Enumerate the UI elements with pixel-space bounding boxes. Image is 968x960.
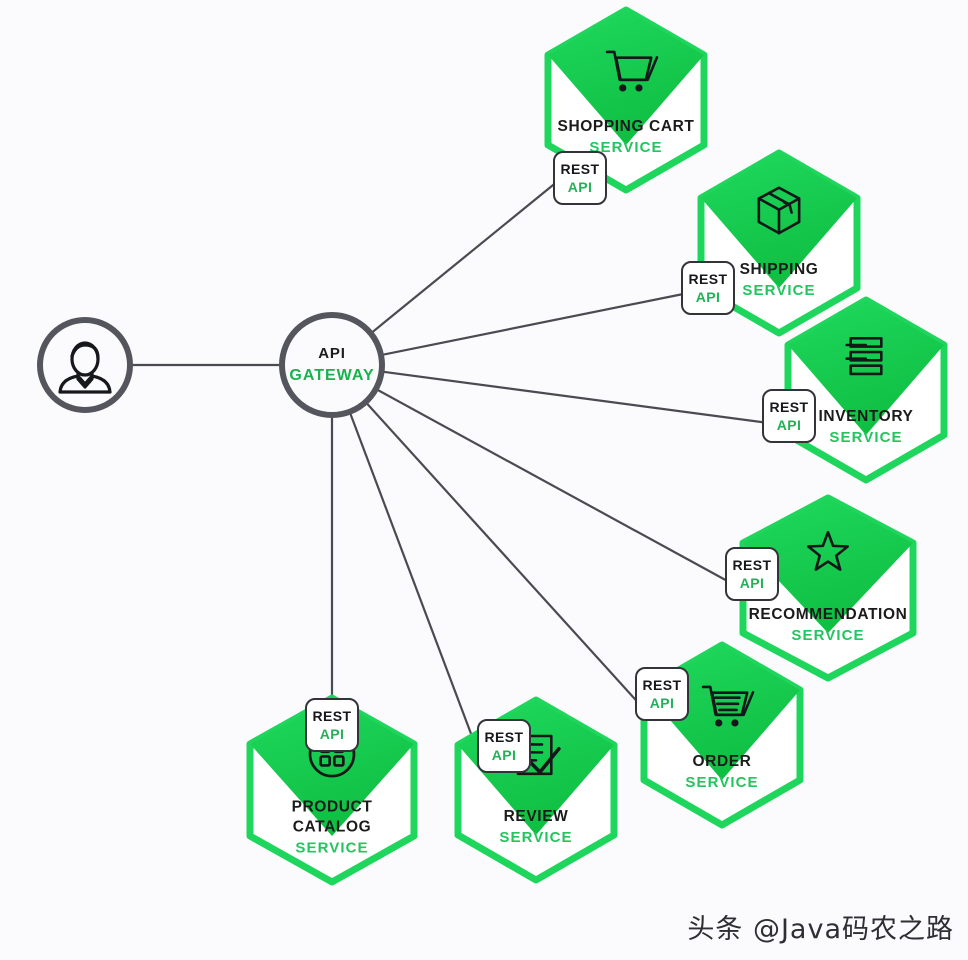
service-subtitle: SERVICE [791,627,864,644]
service-node-shipping[interactable]: SHIPPING SERVICE [697,149,861,337]
api-gateway-node[interactable]: API GATEWAY [279,312,385,418]
hexagon-cap [548,10,704,145]
badge-label-rest: REST [561,161,600,177]
service-title: INVENTORY [819,408,914,425]
service-node-inventory[interactable]: INVENTORY SERVICE [784,296,948,484]
service-title: REVIEW [504,808,569,825]
service-title: PRODUCT [292,799,373,816]
badge-label-rest: REST [689,271,728,287]
badge-label-rest: REST [485,729,524,745]
api-gateway-label-line1: API [318,345,345,362]
service-title: RECOMMENDATION [749,606,908,623]
connector-gateway-to-shopping-cart [370,183,555,335]
order-cart-icon [701,685,755,727]
rest-api-badge-recommendation[interactable]: REST API [725,547,779,601]
hexagon-cap [788,300,944,435]
rest-api-badge-shopping-cart[interactable]: REST API [553,151,607,205]
badge-label-api: API [650,695,675,711]
shopping-cart-icon [605,50,659,92]
badge-label-api: API [492,747,517,763]
badge-label-rest: REST [770,399,809,415]
badge-label-api: API [568,179,593,195]
connector-gateway-to-recommendation [375,388,727,582]
service-title: ORDER [693,753,752,770]
service-subtitle: SERVICE [589,139,662,156]
rest-api-badge-order[interactable]: REST API [635,667,689,721]
badge-box [305,698,359,752]
service-subtitle: SERVICE [499,829,572,846]
watermark: 头条 @Java码农之路 [687,914,954,945]
badge-label-rest: REST [733,557,772,573]
badge-label-rest: REST [643,677,682,693]
badge-label-api: API [740,575,765,591]
connector-gateway-to-order [364,401,637,701]
connector-gateway-to-review [348,411,480,753]
connector-lines [130,183,764,753]
badge-box [553,151,607,205]
rest-api-badges: REST API REST API REST API REST API REST API REST A… [305,151,816,773]
client-circle [37,317,133,413]
stacked-shelves-icon [845,337,883,376]
api-gateway-label-line2: GATEWAY [289,367,374,384]
rest-api-badge-inventory[interactable]: REST API [762,389,816,443]
client-node[interactable] [37,317,133,413]
service-subtitle: SERVICE [829,429,902,446]
rest-api-badge-product-catalog[interactable]: REST API [305,698,359,752]
api-gateway-circle [279,312,385,418]
service-node-recommendation[interactable]: RECOMMENDATION SERVICE [739,494,917,682]
service-subtitle: SERVICE [685,774,758,791]
service-subtitle: SERVICE [742,282,815,299]
service-node-shopping-cart[interactable]: SHOPPING CART SERVICE [544,6,708,194]
badge-label-api: API [696,289,721,305]
service-subtitle: SERVICE [295,840,368,857]
package-box-icon [757,186,801,235]
badge-box [477,719,531,773]
service-nodes: SHOPPING CARTSERVICESHIPPINGSERVICEINVEN… [246,6,948,886]
rest-api-badge-shipping[interactable]: REST API [681,261,735,315]
user-avatar-icon [58,341,112,394]
service-title: CATALOG [293,819,372,836]
hexagon-cap [250,698,414,836]
star-icon [807,530,849,571]
badge-box [681,261,735,315]
service-title: SHIPPING [740,261,819,278]
badge-box [635,667,689,721]
hexagon-cap [743,498,913,633]
connector-gateway-to-inventory [381,370,764,424]
service-title: SHOPPING CART [558,118,695,135]
badge-label-api: API [777,417,802,433]
badge-box [725,547,779,601]
rest-api-badge-review[interactable]: REST API [477,719,531,773]
badge-label-rest: REST [313,708,352,724]
service-node-product-catalog[interactable]: PRODUCT CATALOG SERVICE [246,694,418,886]
badge-box [762,389,816,443]
badge-label-api: API [320,726,345,742]
connector-gateway-to-shipping [380,293,683,357]
